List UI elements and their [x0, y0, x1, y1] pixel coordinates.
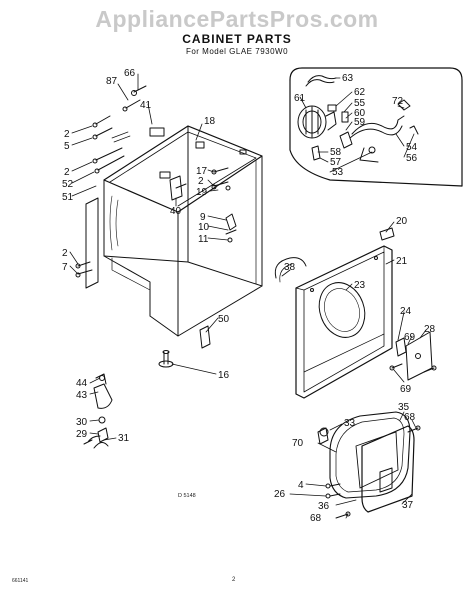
callout-30: 30	[76, 417, 88, 428]
callout-62: 62	[354, 87, 366, 98]
callout-24: 24	[400, 306, 412, 317]
callout-2: 2	[64, 129, 70, 140]
callout-10: 10	[198, 222, 210, 233]
callout-54: 54	[406, 142, 418, 153]
drain-tube-part	[83, 435, 101, 445]
callout-40: 40	[170, 206, 182, 217]
callout-11: 11	[198, 234, 209, 245]
callout-66: 66	[124, 68, 136, 79]
callout-16: 16	[218, 370, 230, 381]
callout-52: 52	[62, 179, 74, 190]
callout-58: 58	[330, 147, 342, 158]
callout-5: 5	[64, 141, 70, 152]
callout-9: 9	[200, 212, 206, 223]
callout-labels: 87 66 41 18 2 5 2 52 51 40 17 2 19 9 10 …	[62, 68, 436, 524]
callout-60: 60	[354, 108, 366, 119]
callout-87: 87	[106, 76, 118, 87]
hose-part	[305, 75, 337, 87]
callout-19: 19	[196, 187, 208, 198]
callout-51: 51	[62, 192, 74, 203]
wire-harness-part	[349, 99, 411, 163]
document-code: 661141	[12, 578, 29, 584]
side-panel-part	[85, 197, 99, 289]
callout-72: 72	[392, 96, 404, 107]
callout-55: 55	[354, 98, 366, 109]
callout-56: 56	[406, 153, 418, 164]
drawing-code: D 5148	[178, 493, 196, 499]
leader-lines	[69, 73, 427, 519]
inset-panel	[289, 67, 463, 187]
callout-7: 7	[62, 262, 68, 273]
diagram-subtitle: For Model GLAE 7930W0	[185, 47, 289, 56]
callout-2: 2	[62, 248, 68, 259]
callout-68: 68	[310, 513, 322, 524]
callout-17: 17	[196, 166, 208, 177]
callout-59: 59	[354, 117, 366, 128]
switch-bracket-part	[389, 331, 437, 381]
callout-18: 18	[204, 116, 216, 127]
bracket-part	[169, 175, 187, 201]
callout-43: 43	[76, 390, 88, 401]
callout-69: 69	[400, 384, 412, 395]
pump-motor-part	[297, 104, 337, 139]
callout-35: 35	[398, 402, 410, 413]
callout-68: 68	[404, 412, 416, 423]
callout-41: 41	[140, 100, 152, 111]
diagram-title: CABINET PARTS	[182, 32, 292, 46]
leveling-leg-part	[158, 350, 174, 368]
callout-28: 28	[424, 324, 436, 335]
callout-44: 44	[76, 378, 88, 389]
callout-57: 57	[330, 157, 342, 168]
callout-38: 38	[284, 262, 296, 273]
timer-knob-part	[93, 373, 113, 409]
callout-23: 23	[354, 280, 366, 291]
callout-36: 36	[318, 501, 330, 512]
callout-37: 37	[402, 500, 414, 511]
callout-29: 29	[76, 429, 88, 440]
callout-26: 26	[274, 489, 286, 500]
callout-2: 2	[64, 167, 70, 178]
callout-63: 63	[342, 73, 354, 84]
callout-53: 53	[332, 167, 344, 178]
page-number: 2	[232, 577, 236, 583]
door-seal-part	[274, 257, 307, 283]
callout-20: 20	[396, 216, 408, 227]
callout-33: 33	[344, 418, 356, 429]
watermark: AppliancePartsPros.com	[95, 6, 379, 32]
clip-part	[311, 111, 419, 161]
callout-2: 2	[198, 176, 204, 187]
callout-70: 70	[292, 438, 304, 449]
top-strip-part	[379, 227, 395, 241]
callout-21: 21	[396, 256, 408, 267]
callout-4: 4	[298, 480, 304, 491]
front-panel-part	[295, 245, 393, 399]
callout-31: 31	[118, 433, 130, 444]
callout-69: 69	[404, 332, 416, 343]
coupler-part	[93, 416, 109, 449]
callout-61: 61	[294, 93, 306, 104]
callout-50: 50	[218, 314, 230, 325]
cabinet-part	[103, 125, 263, 337]
door-assembly-part	[317, 411, 415, 513]
